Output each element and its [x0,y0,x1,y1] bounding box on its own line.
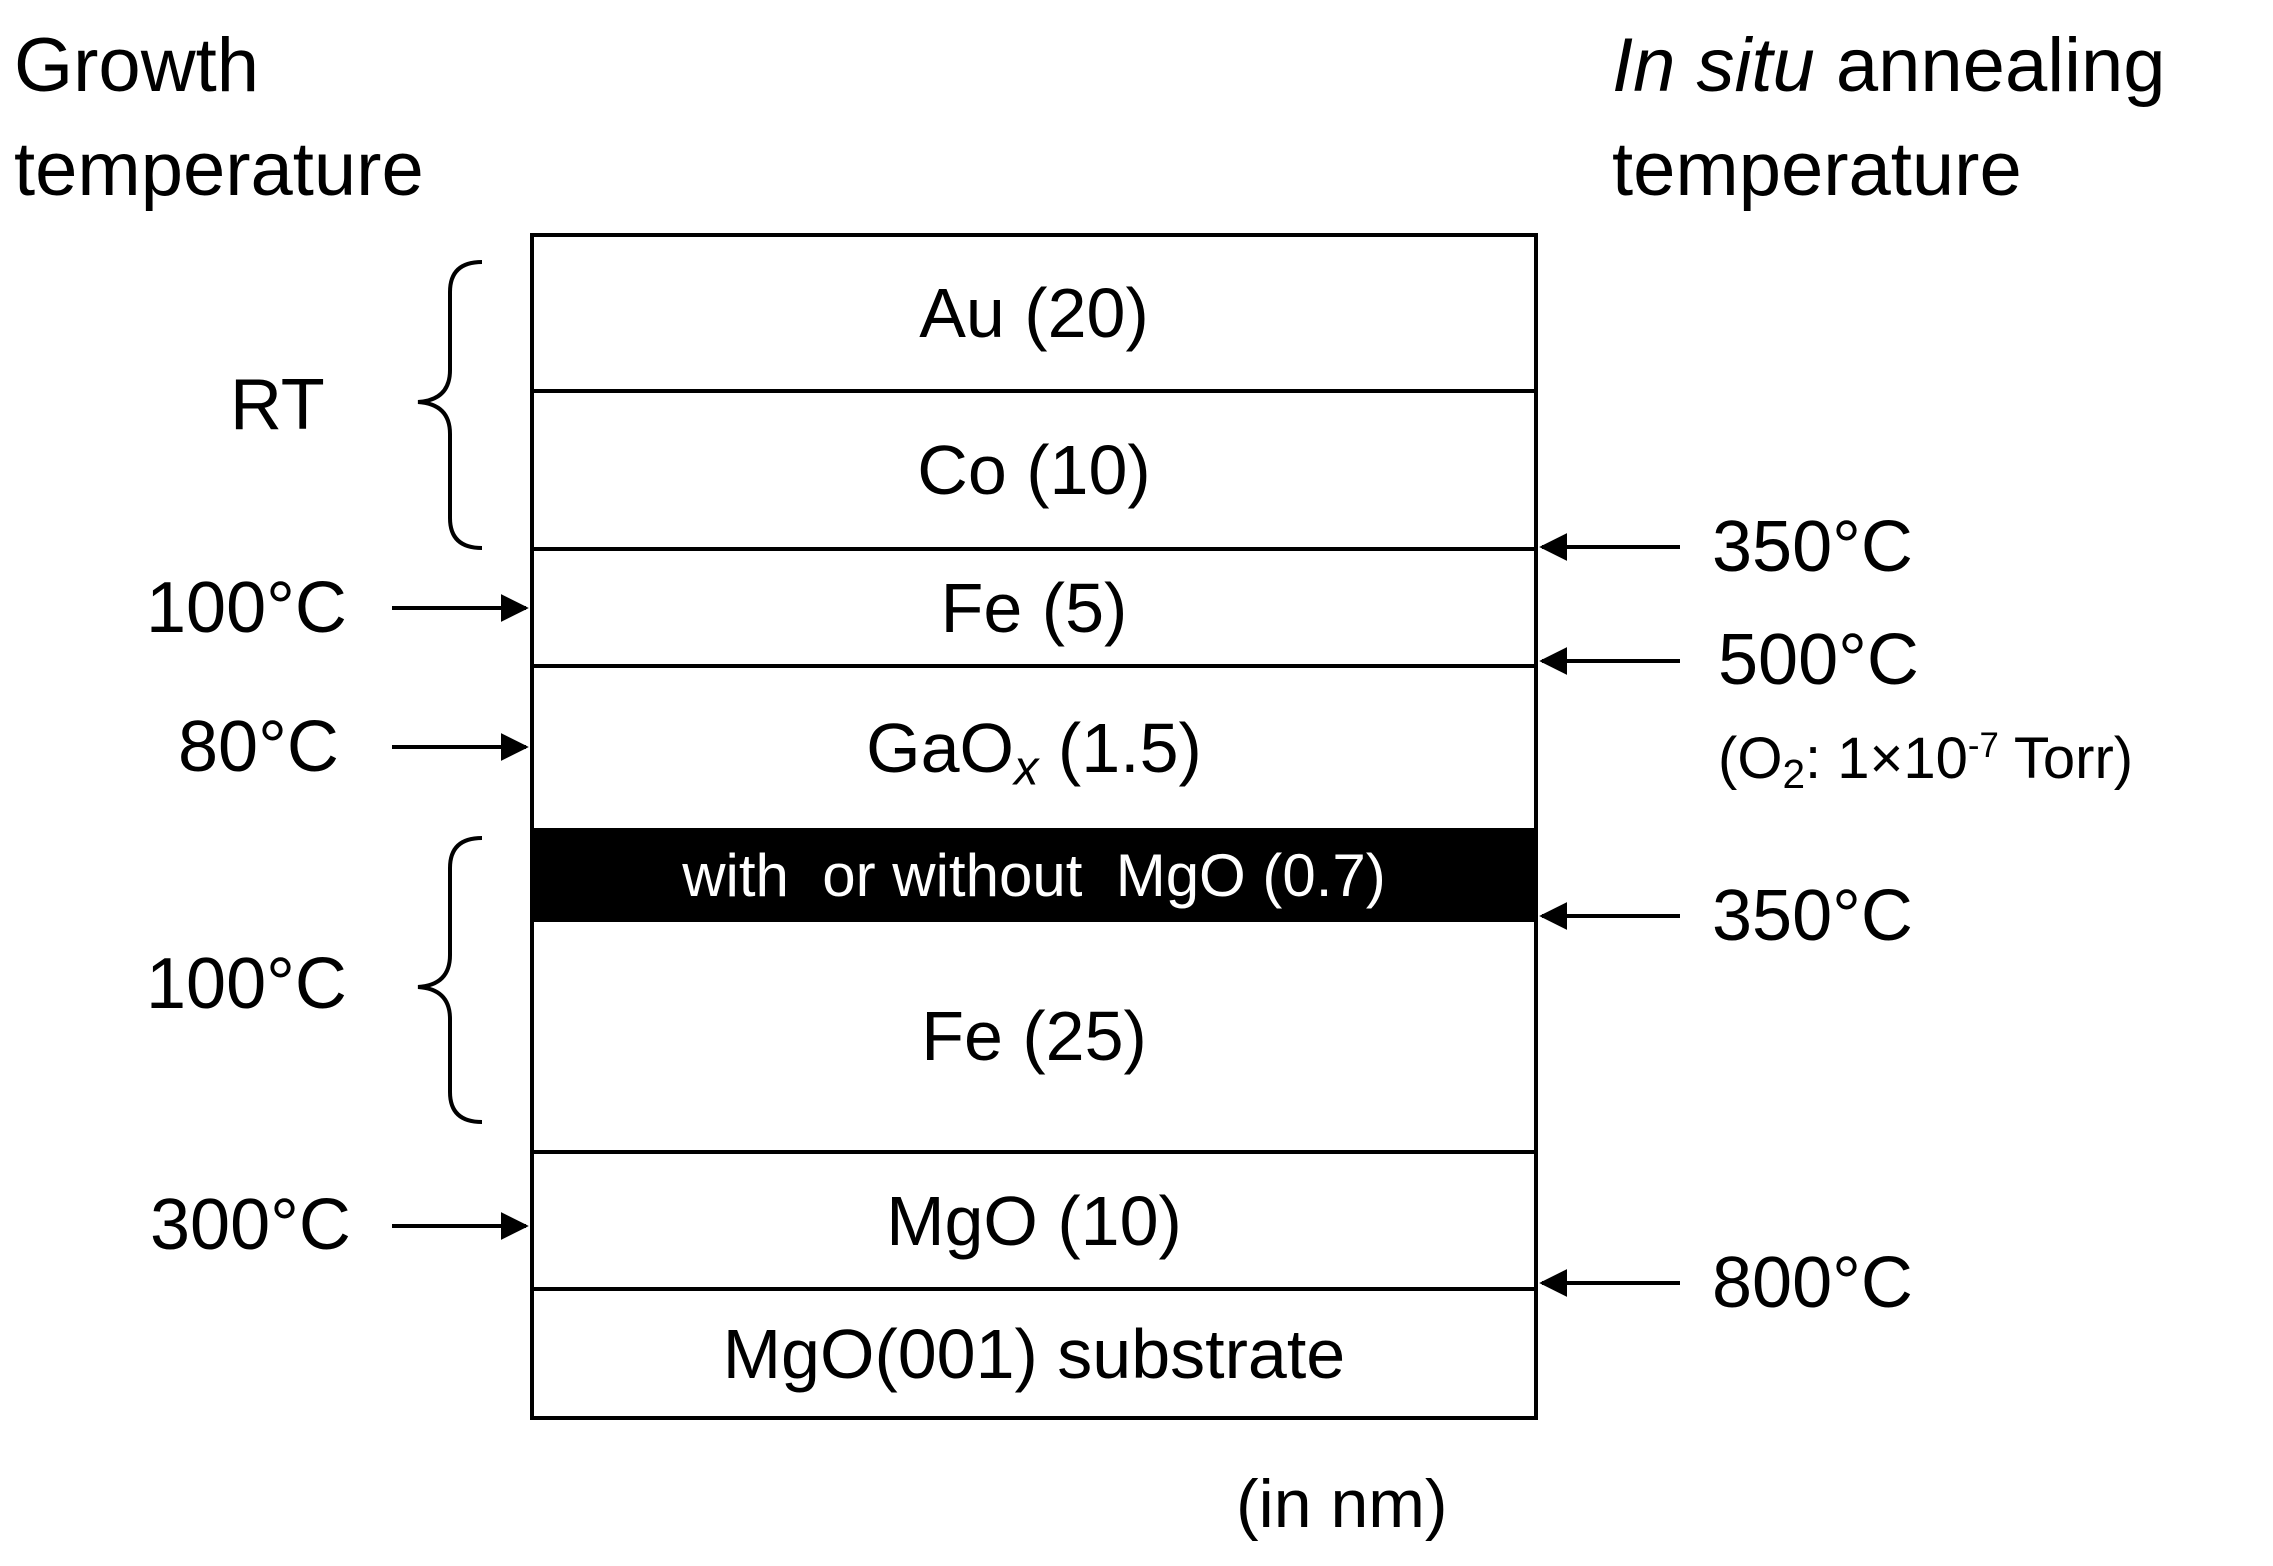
units-note: (in nm) [1236,1466,1448,1542]
fe5-growth-temp: 100°C [146,568,347,648]
rt-brace [417,260,483,550]
o2-subscript: 2 [1782,751,1806,798]
layer-gaox: GaOx (1.5) [534,668,1534,828]
gaox-base: GaO [866,709,1014,787]
gaox-subscript: x [1013,741,1039,796]
fe5-anneal-temp: 500°C [1718,620,1919,700]
mgo10-growth-temp: 300°C [150,1185,351,1265]
layer-fe-25-label: Fe (25) [921,997,1147,1075]
layer-co-label: Co (10) [917,431,1151,509]
fe25-growth-temp: 100°C [146,944,347,1024]
layer-stack: Au (20) Co (10) Fe (5) GaOx (1.5) with o… [530,233,1538,1420]
growth-header-line1: Growth [14,23,259,108]
rt-label: RT [230,365,325,445]
o2-value: : 1×10 [1805,726,1968,791]
layer-fe-5: Fe (5) [534,551,1534,668]
layer-au: Au (20) [534,237,1534,393]
layer-substrate-label: MgO(001) substrate [722,1314,1346,1393]
layer-au-label: Au (20) [919,274,1149,352]
o2-unit: Torr) [1998,726,2134,791]
mgo-anneal-temp: 350°C [1712,876,1913,956]
layer-fe-25: Fe (25) [534,922,1534,1154]
layer-mgo-10-label: MgO (10) [886,1181,1182,1260]
layer-mgo-optional: with or without MgO (0.7) [534,828,1534,922]
o2-exponent: -7 [1967,726,1999,766]
growth-temperature-header: Growth temperature [14,14,424,222]
layer-mgo-10: MgO (10) [534,1154,1534,1291]
fe25-brace [417,836,483,1124]
layer-fe-5-label: Fe (5) [940,568,1128,647]
layer-co: Co (10) [534,393,1534,551]
annealing-header-line1: In situ annealing [1612,14,2166,118]
gaox-growth-temp: 80°C [178,707,339,787]
layer-substrate: MgO(001) substrate [534,1291,1534,1416]
annealing-header-line2: temperature [1612,127,2022,212]
gaox-thickness: (1.5) [1038,709,1202,787]
growth-header-line2: temperature [14,127,424,212]
layer-gaox-label: GaOx (1.5) [866,708,1202,793]
in-situ-text: In situ [1612,23,1815,108]
co-anneal-temp: 350°C [1712,507,1913,587]
o2-pressure-note: (O2: 1×10-7 Torr) [1718,728,2133,794]
annealing-temperature-header: In situ annealing temperature [1612,14,2166,222]
layer-mgo-optional-label: with or without MgO (0.7) [682,841,1386,909]
annealing-text: annealing [1814,23,2166,108]
o2-prefix: (O [1718,726,1783,791]
substrate-anneal-temp: 800°C [1712,1243,1913,1323]
